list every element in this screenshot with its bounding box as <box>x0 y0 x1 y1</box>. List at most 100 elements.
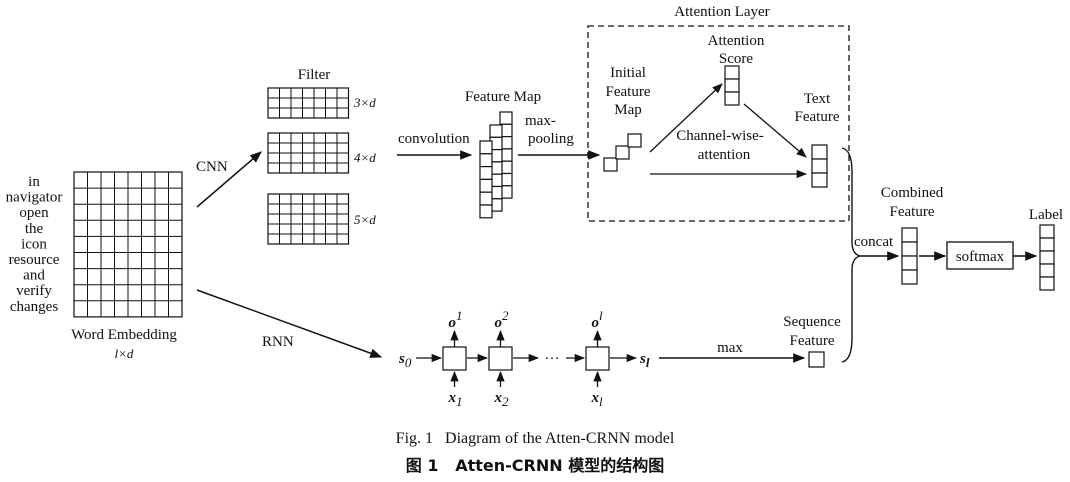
text-feature-cell <box>811 144 828 188</box>
cnn-arrow <box>196 151 262 208</box>
word-embedding-label: Word Embedding <box>71 327 177 343</box>
filter-5d-outline <box>267 193 350 245</box>
label-cell <box>1039 224 1055 291</box>
initial-feature-cell <box>627 133 642 148</box>
feature-map-col-1-cell <box>479 191 493 206</box>
word-embedding-dim: l×d <box>115 346 134 361</box>
feature-map-col-1-cell <box>479 166 493 181</box>
combined-feature-vector <box>901 227 918 285</box>
softmax-label: softmax <box>956 249 1005 265</box>
text-feature-cell-cell <box>811 144 828 160</box>
combined-feature-label-1: Combined <box>881 185 944 201</box>
initial-feature-cell <box>615 145 630 160</box>
initial-feature-map <box>603 133 642 172</box>
filter-label: Filter <box>298 67 331 83</box>
initial-feature-map-label-1: Initial <box>610 65 646 81</box>
softmax-box <box>946 241 1014 270</box>
feature-maps <box>479 111 513 219</box>
text-feature-label-2: Feature <box>795 109 840 125</box>
cnn-label: CNN <box>196 159 228 175</box>
attention-score-vector <box>724 65 740 106</box>
feature-map-col-1 <box>479 140 493 219</box>
label-cell-cell <box>1039 224 1055 239</box>
filter-size-4: 4×d <box>354 150 376 165</box>
rnn-cell <box>585 346 610 371</box>
sequence-feature-label-1: Sequence <box>783 314 841 330</box>
label-cell-cell <box>1039 237 1055 252</box>
max-label: max <box>717 340 743 356</box>
combined-feature-cell <box>901 227 918 285</box>
input-sentence: innavigatoropentheiconresourceandverifyc… <box>6 174 63 315</box>
input-word: resource <box>9 252 60 268</box>
rnn-arrow <box>196 289 383 358</box>
feature-map-col-1-cell <box>479 153 493 168</box>
rnn-cell <box>488 346 513 371</box>
label-vector <box>1039 224 1055 291</box>
combined-feature-label-2: Feature <box>890 204 935 220</box>
filter-4d <box>267 132 350 174</box>
channel-wise-label-1: Channel-wise- <box>676 128 763 144</box>
feature-map-col-3 <box>499 111 513 199</box>
filter-size-5: 5×d <box>354 212 376 227</box>
rnn-cell <box>442 346 467 371</box>
rnn-ellipsis: ··· <box>545 351 560 367</box>
rnn-s0: s0 <box>398 351 412 370</box>
label-title: Label <box>1029 207 1063 223</box>
label-cell-cell <box>1039 250 1055 265</box>
attention-score-label-1: Attention <box>708 33 765 49</box>
feature-map-col-2-cell <box>489 124 503 138</box>
filter-5d <box>267 193 350 245</box>
input-word: icon <box>21 236 47 252</box>
initial-feature-cell <box>603 157 618 172</box>
attention-score-to-text-arrow <box>743 103 807 158</box>
input-word: in <box>28 174 40 190</box>
text-feature-cell-cell <box>811 172 828 188</box>
combined-feature-cell-cell <box>901 241 918 257</box>
caption-english: Fig. 1 Diagram of the Atten-CRNN model <box>396 430 675 447</box>
filters <box>267 87 350 245</box>
max-pooling-label-2: pooling <box>528 131 574 147</box>
combined-feature-cell-cell <box>901 227 918 243</box>
rnn-label: RNN <box>262 334 294 350</box>
feature-map-col-1-cell <box>479 204 493 219</box>
feature-map-col-3-cell <box>499 111 513 125</box>
attention-score-cell <box>724 65 740 106</box>
rnn-sl: sl <box>639 351 650 370</box>
attention-layer-label: Attention Layer <box>674 4 769 20</box>
label-cell-cell <box>1039 276 1055 291</box>
max-pooling-label-1: max- <box>525 113 556 129</box>
convolution-label: convolution <box>398 131 470 147</box>
filter-3d <box>267 87 350 119</box>
initial-feature-map-label-2: Feature <box>606 84 651 100</box>
attention-score-cell-cell <box>724 91 740 106</box>
feature-map-col-1-cell <box>479 140 493 155</box>
text-feature-cell-cell <box>811 158 828 174</box>
rnn-output-label: o2 <box>495 308 510 331</box>
sequence-feature-cell <box>808 351 825 368</box>
word-embedding-matrix <box>73 171 183 318</box>
concat-label: concat <box>854 234 894 250</box>
text-feature-label-1: Text <box>804 91 831 107</box>
attention-layer-box <box>587 25 850 222</box>
label-cell-cell <box>1039 263 1055 278</box>
embedding-grid <box>73 171 183 318</box>
input-word: and <box>23 268 45 284</box>
concat-brace <box>841 147 861 363</box>
rnn-output-label: o1 <box>449 308 463 331</box>
channel-wise-label-2: attention <box>698 147 751 163</box>
input-word: changes <box>10 299 58 315</box>
feature-map-col-1-cell <box>479 178 493 193</box>
rnn-input-label: x2 <box>494 390 510 409</box>
sequence-feature-label-2: Feature <box>790 333 835 349</box>
to-attention-score-arrow <box>649 83 723 153</box>
text-feature-vector <box>811 144 828 188</box>
initial-feature-map-label-3: Map <box>614 102 642 118</box>
filter-size-3: 3×d <box>353 95 376 110</box>
input-word: verify <box>16 283 52 299</box>
attention-score-cell-cell <box>724 65 740 80</box>
rnn-output-label: ol <box>592 308 604 331</box>
caption-chinese: 图 1 Atten-CRNN 模型的结构图 <box>406 456 664 475</box>
rnn-input-label: x1 <box>448 390 463 409</box>
